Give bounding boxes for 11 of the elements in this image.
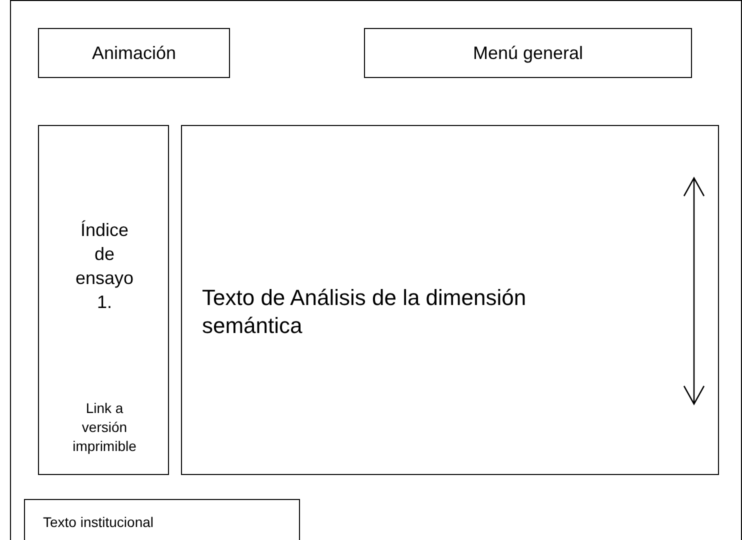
print-version-link: Link a versión imprimible — [72, 399, 138, 456]
body-text: Texto de Análisis de la dimensión semántica — [202, 284, 528, 340]
layout-box — [38, 28, 230, 78]
layout-box — [24, 499, 300, 540]
box-title: Animación — [90, 43, 178, 64]
index-heading: Índice de ensayo 1. — [74, 219, 135, 314]
layout-box — [38, 125, 169, 475]
layout-box — [364, 28, 692, 78]
institutional-text: Texto institucional — [43, 514, 154, 530]
layout-box — [181, 125, 719, 475]
box-title: Menú general — [472, 43, 584, 64]
